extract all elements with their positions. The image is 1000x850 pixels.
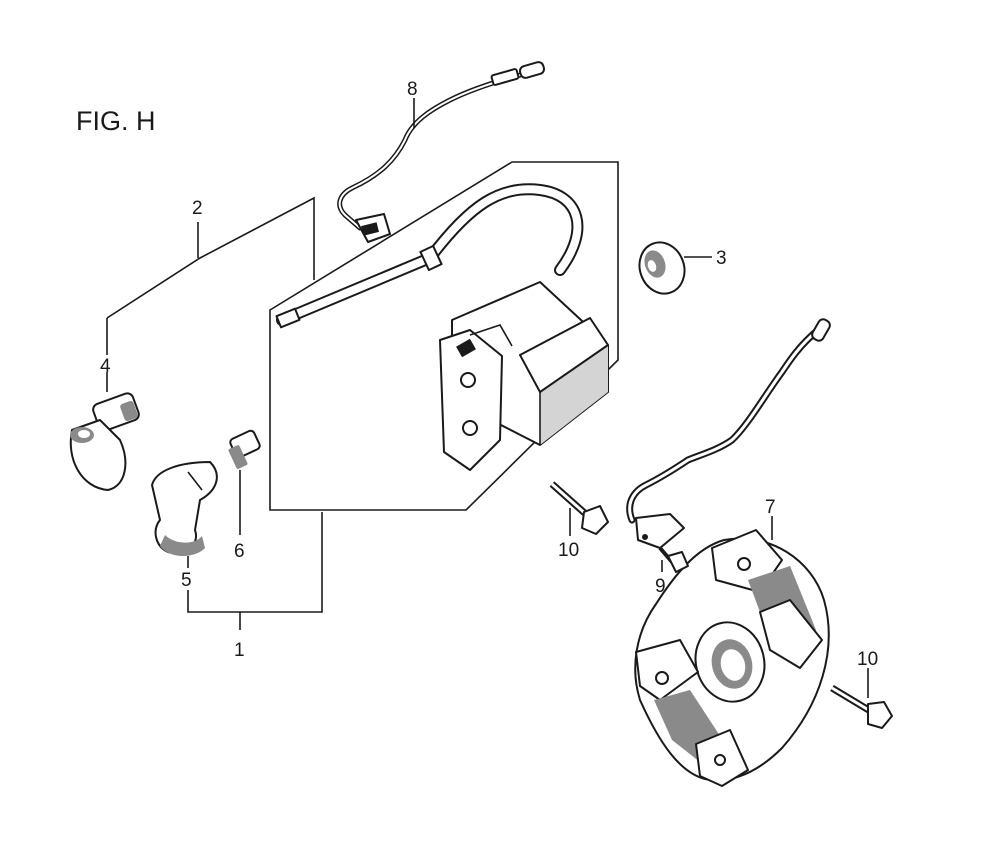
screw-part (658, 546, 689, 573)
callout-7: 7 (765, 497, 776, 518)
assembly-bracket-2 (106, 196, 315, 355)
coil-assembly-frame (269, 161, 619, 511)
callout-2: 2 (192, 198, 203, 219)
callout-4: 4 (100, 356, 111, 377)
ignition-coil-part (275, 183, 609, 471)
callout-10-upper: 10 (558, 540, 579, 561)
ground-wire-part (337, 61, 546, 243)
stator-plate-part (634, 529, 830, 787)
terminal-part (228, 429, 261, 469)
callout-5: 5 (181, 570, 192, 591)
plug-boot-part (151, 461, 218, 556)
assembly-bracket-1 (187, 512, 323, 630)
spark-plug-cap-part (69, 392, 140, 491)
callout-9: 9 (655, 576, 666, 597)
callout-10-lower: 10 (857, 649, 878, 670)
callout-3: 3 (716, 248, 727, 269)
grommet-part (638, 241, 686, 295)
callout-8: 8 (407, 79, 418, 100)
figure-label: FIG. H (76, 106, 156, 136)
bolt-upper-part (549, 481, 609, 535)
callout-6: 6 (234, 541, 245, 562)
bolt-lower-part (830, 684, 893, 729)
callout-1: 1 (234, 640, 245, 661)
exciter-coil-wire (626, 318, 831, 549)
